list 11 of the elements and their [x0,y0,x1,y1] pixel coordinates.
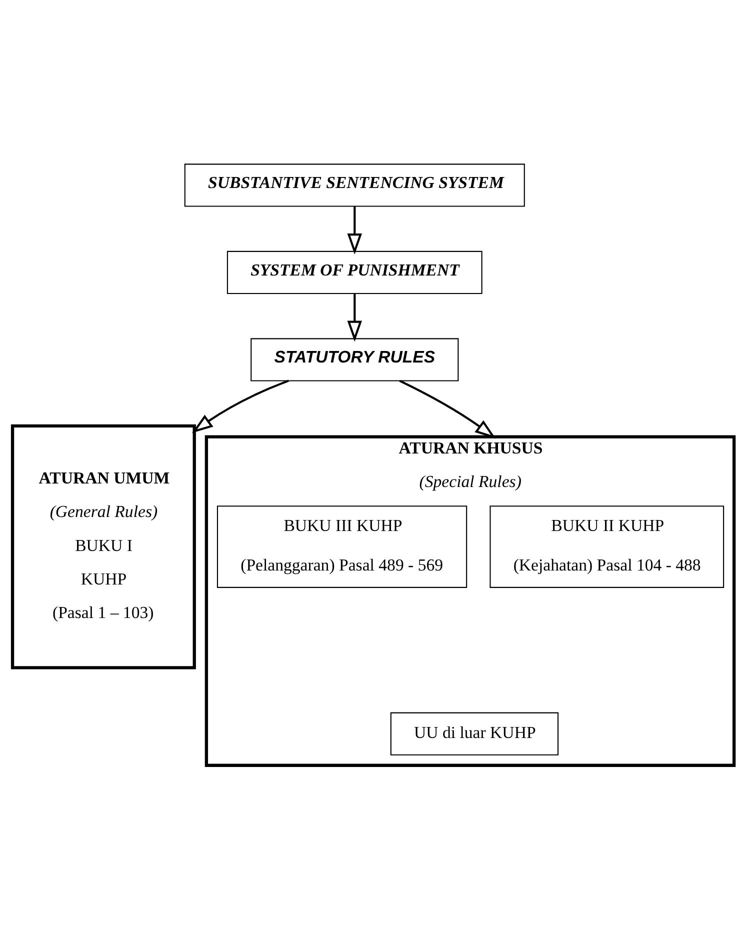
node-box: BUKU III KUHP (Pelanggaran) Pasal 489 - 569 [216,505,468,588]
node-box: SYSTEM OF PUNISHMENT [226,250,482,294]
node-box: SUBSTANTIVE SENTENCING SYSTEM [184,163,525,206]
node-box: BUKU II KUHP (Kejahatan) Pasal 104 - 488 [490,505,724,588]
arrow [399,379,496,438]
node-box: STATUTORY RULES [250,338,459,381]
arrow [347,293,362,342]
node-box: ATURAN UMUM (General Rules) BUKU I KUHP (Pasal 1 – 103) [10,424,196,669]
arrow [192,379,289,433]
arrow [347,206,362,254]
node-box: UU di luar KUHP [390,712,559,755]
